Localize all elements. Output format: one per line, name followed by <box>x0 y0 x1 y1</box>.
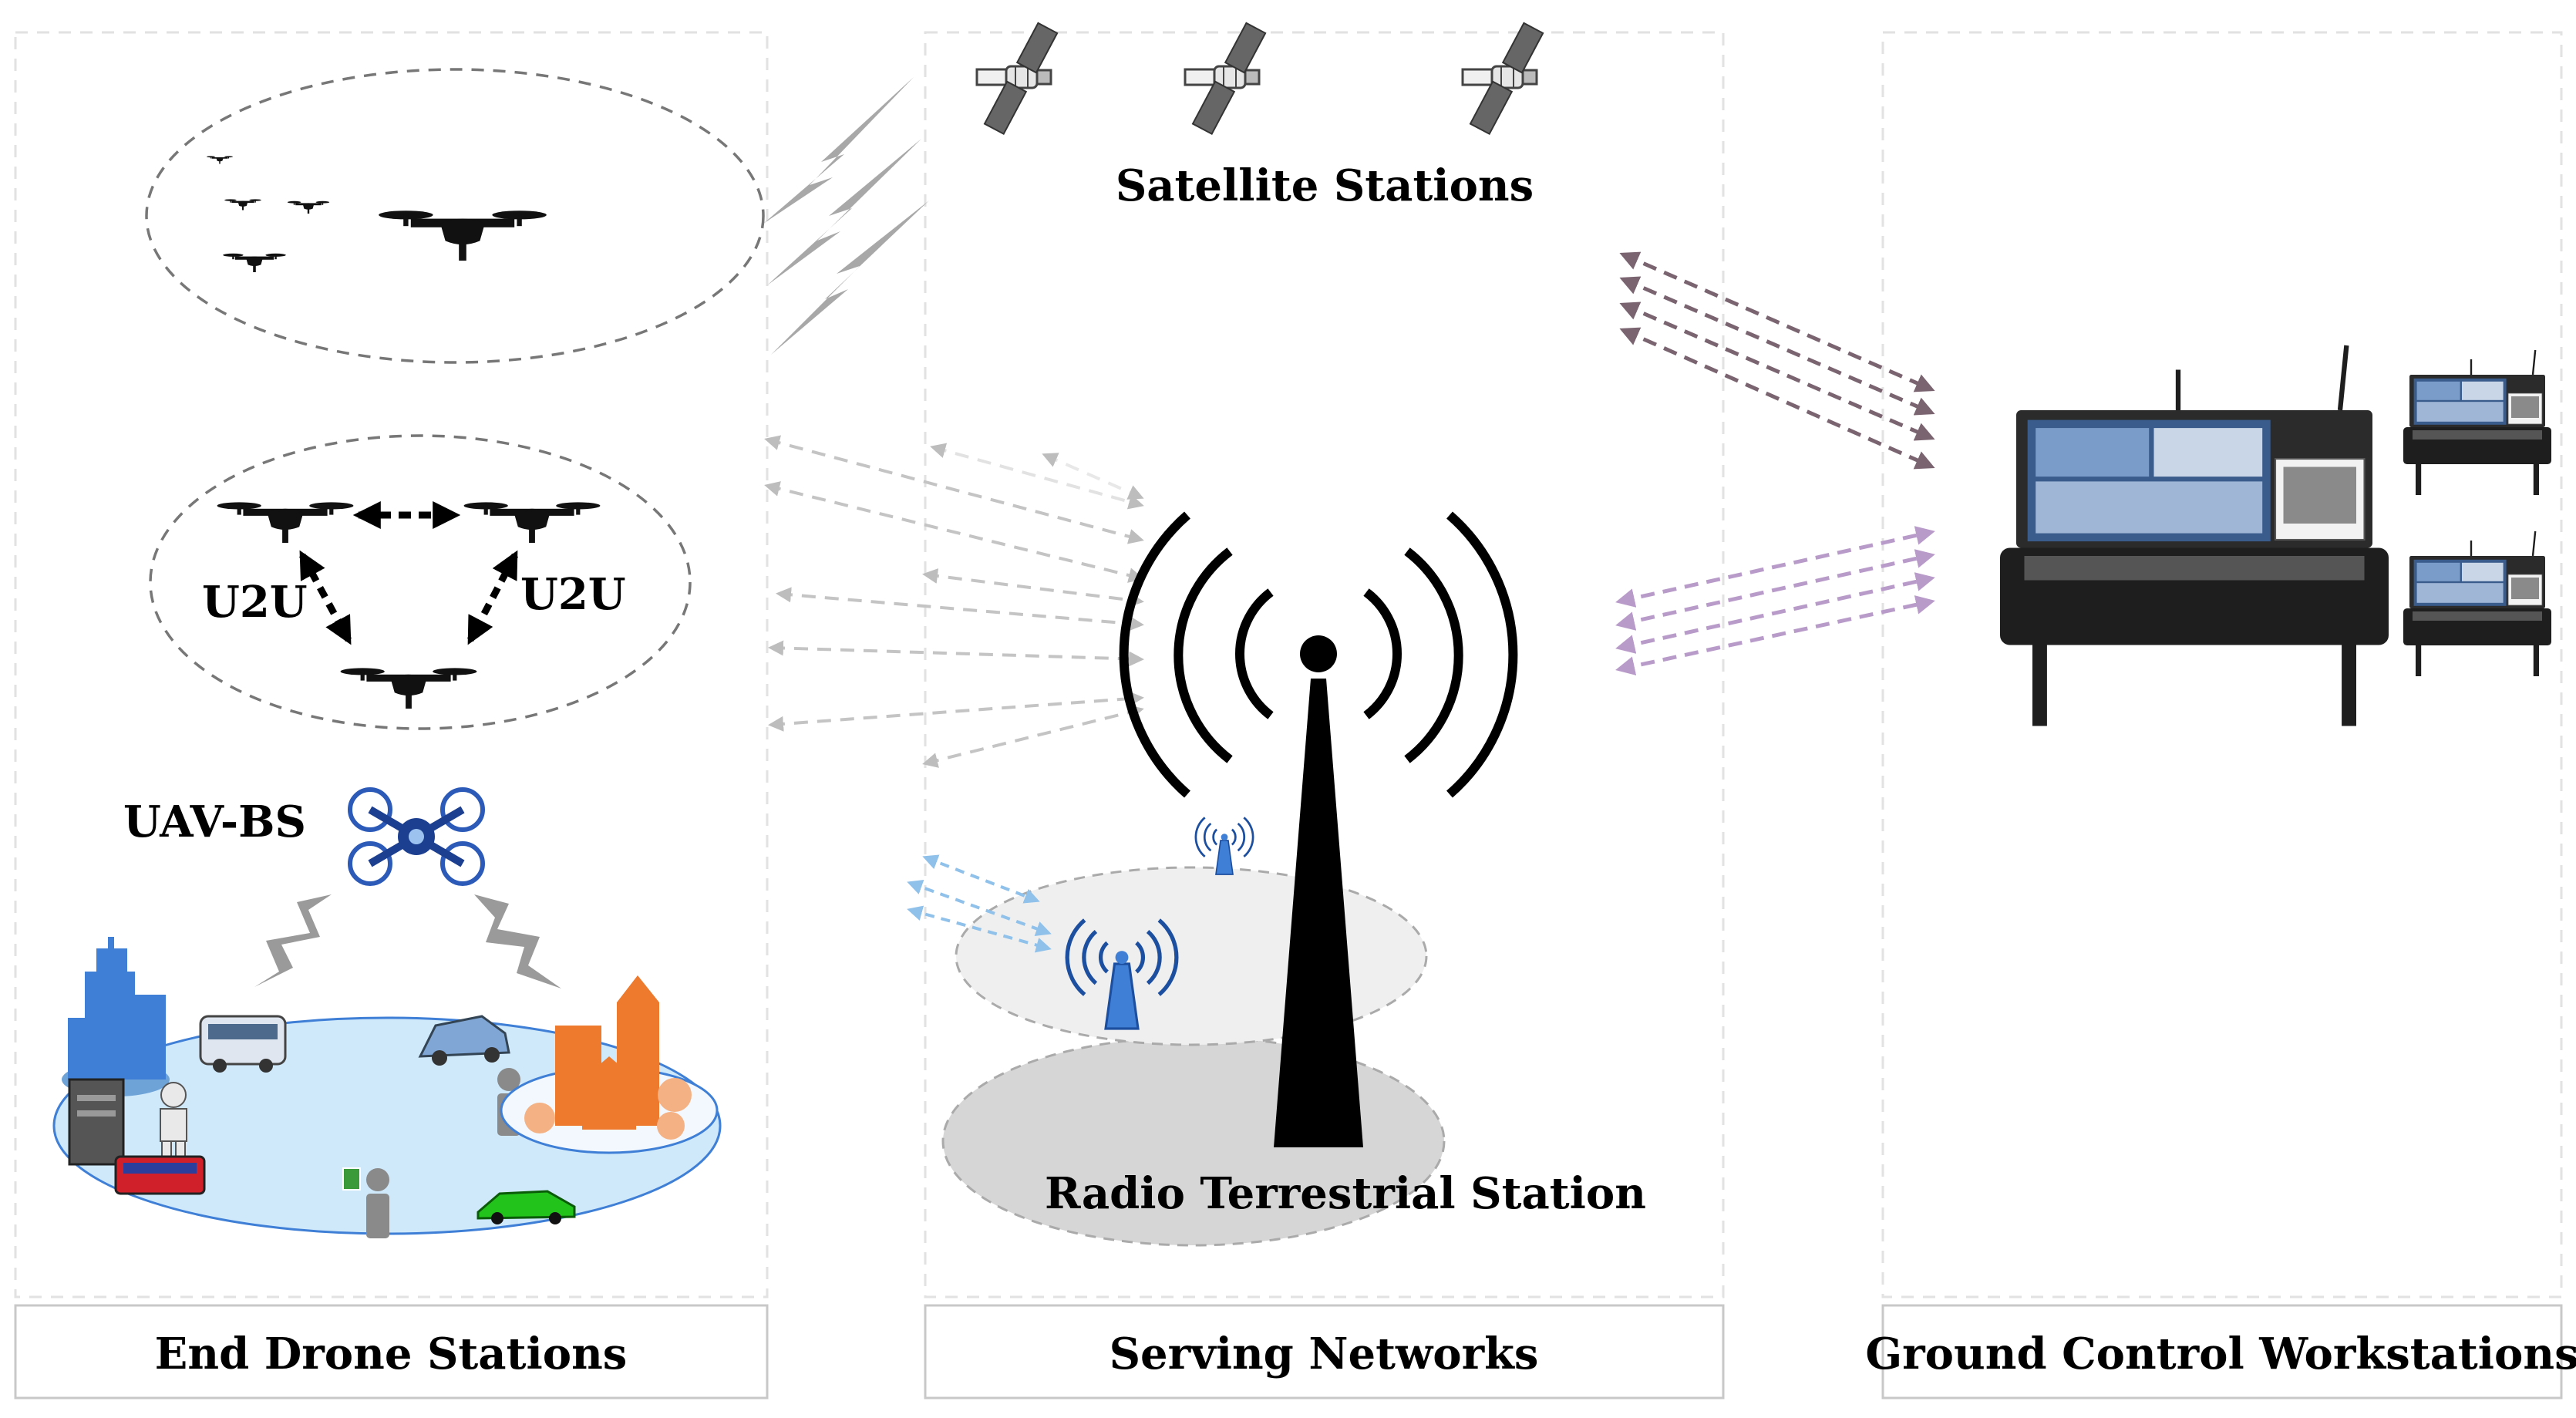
ground-control-label: Ground Control Workstations <box>1865 1329 2576 1379</box>
u2u-drone-icon-bottom <box>340 668 477 709</box>
tower-to-ground-links <box>1615 526 1935 675</box>
ground-label-box <box>1881 1304 2563 1399</box>
serving-label-box <box>924 1304 1725 1399</box>
ground-workstation-icon-bottom <box>2402 530 2553 678</box>
small-antenna-icon <box>1194 816 1254 876</box>
person-with-sign-icon <box>342 1167 389 1238</box>
uav-to-antenna-links <box>907 854 1052 953</box>
end-drone-label-box <box>14 1304 769 1399</box>
train-icon <box>114 1155 206 1195</box>
end-drone-area <box>14 31 769 1298</box>
uav-bs-drone-icon <box>348 787 485 886</box>
blue-buildings-icon <box>68 937 166 1079</box>
ground-workstation-icon-top <box>2402 349 2553 497</box>
small-drone-icon-1 <box>207 156 233 164</box>
orange-buildings-icon <box>524 975 692 1140</box>
lightning-bolt-right <box>474 894 561 989</box>
car-icon <box>418 1015 510 1066</box>
terrestrial-coverage-small <box>955 866 1428 1046</box>
u2u-drone-icon-left <box>217 502 354 543</box>
main-ground-workstation-icon <box>2000 345 2389 726</box>
u2u-drone-icon-right <box>463 502 601 543</box>
small-drone-icon-3 <box>287 200 330 214</box>
u2u-ellipse <box>149 434 692 730</box>
sat-link-bolt-3 <box>771 200 929 355</box>
radio-tower-icon <box>1119 511 1518 1147</box>
lightning-bolt-left <box>254 894 332 987</box>
sat-link-bolt-1 <box>763 77 914 224</box>
satellite-icon-1 <box>975 22 1059 136</box>
satellite-icon-3 <box>1461 22 1544 136</box>
drone-swarm-ellipse <box>145 68 765 364</box>
u2u-arrow-left <box>299 550 352 645</box>
small-drone-icon-2 <box>224 199 261 211</box>
u2u-label-right: U2U <box>520 569 626 620</box>
drone-to-tower-links <box>764 435 1144 768</box>
large-drone-icon <box>379 211 547 261</box>
serving-networks-label: Serving Networks <box>1110 1329 1539 1379</box>
satellite-to-ground-links <box>1619 251 1935 470</box>
bus-icon <box>199 1015 287 1073</box>
end-drone-stations-label: End Drone Stations <box>155 1329 628 1379</box>
small-drone-icon-4 <box>223 253 286 272</box>
u2u-arrow-right <box>467 550 518 645</box>
server-icon <box>68 1078 125 1166</box>
ground-area <box>1881 31 2563 1298</box>
satellite-icon-2 <box>1184 22 1267 136</box>
sat-link-bolt-2 <box>767 139 921 285</box>
satellite-stations-label: Satellite Stations <box>1116 160 1534 211</box>
sports-car-icon <box>476 1190 576 1224</box>
uav-bs-label: UAV-BS <box>123 797 306 847</box>
u2u-label-left: U2U <box>202 577 308 628</box>
radio-terrestrial-station-label: Radio Terrestrial Station <box>1045 1168 1646 1219</box>
